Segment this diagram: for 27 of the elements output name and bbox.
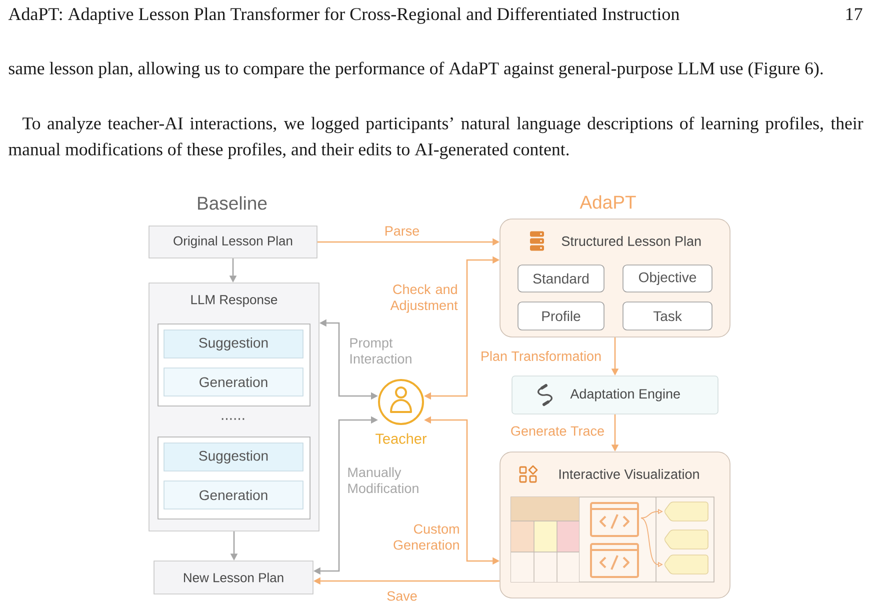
running-header: AdaPT: Adaptive Lesson Plan Transformer for Cross-Regional and Differentiated Instruction: [8, 7, 680, 24]
edge-label: Plan Transformation: [482, 351, 601, 361]
edge-label: Save: [387, 591, 417, 601]
node-label: Teacher: [376, 433, 427, 444]
body-paragraph: same lesson plan, allowing us to compare the performance of AdaPT against general-purpose LLM use (Figure 6).: [8, 62, 823, 78]
component-box: Standard: [518, 264, 604, 292]
edge-label: Check and Adjustment: [390, 284, 458, 313]
column-heading: AdaPT: [580, 195, 636, 209]
module-panel: Interactive Visualization: [500, 452, 730, 598]
component-box: Profile: [518, 302, 604, 330]
edge-label: Manually Modification: [348, 467, 418, 494]
edge-label: Custom Generation: [394, 524, 459, 550]
item-box: Generation: [164, 368, 304, 396]
component-box: Objective: [622, 264, 712, 292]
item-box: Generation: [164, 480, 304, 510]
item-box: Suggestion: [164, 330, 304, 358]
edge-label: Generate Trace: [511, 426, 604, 436]
component-box: Task: [622, 302, 712, 330]
process-box: Adaptation Engine: [512, 376, 718, 414]
item-box: Suggestion: [164, 442, 304, 472]
page-number: 17: [846, 8, 862, 20]
edge-label: Parse: [385, 226, 420, 236]
process-box: New Lesson Plan: [154, 560, 314, 594]
process-box: Original Lesson Plan: [148, 226, 318, 258]
edge-label: Prompt Interaction: [350, 338, 412, 364]
body-paragraph: To analyze teacher-AI interactions, we logged participants’ natural language descriptions of learning profiles, their manual modifications of these profiles, and their edits to AI-generated content.: [8, 116, 864, 160]
ellipsis: ......: [222, 418, 244, 420]
